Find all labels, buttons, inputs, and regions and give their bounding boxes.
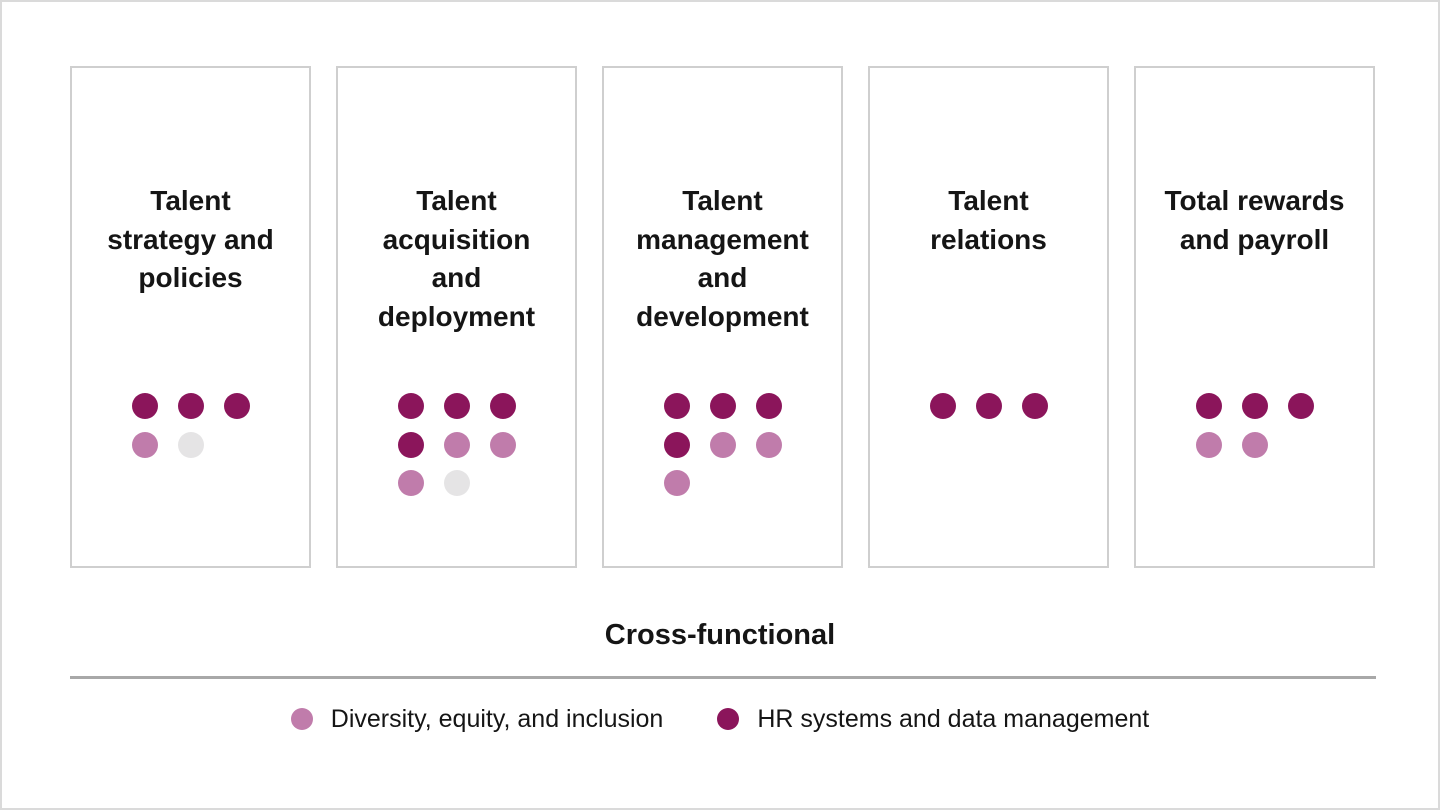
- hr-systems-dot: [1021, 393, 1048, 419]
- dot-row: [1195, 431, 1268, 458]
- box-title-line: strategy and: [107, 223, 274, 255]
- dot-row: [663, 393, 782, 419]
- cross-functional-label: Cross-functional: [604, 619, 836, 651]
- function-box-2: Talent acquisition and deployment: [336, 66, 577, 568]
- hr-systems-dot: [131, 393, 158, 419]
- empty-dot: [443, 470, 470, 496]
- dot-grid: [663, 393, 782, 496]
- box-title-line: policies: [138, 262, 243, 293]
- hr-systems-dot: [1195, 393, 1222, 419]
- dot-row: [397, 431, 516, 458]
- dei-dot: [131, 431, 158, 458]
- function-box-5: Total rewards and payroll: [1134, 66, 1375, 568]
- box-title-line: development: [636, 300, 809, 332]
- box-title-line: and payroll: [1179, 223, 1330, 255]
- dot-grid: [397, 393, 516, 496]
- box-title-line: Talent: [682, 185, 763, 216]
- dot-row: [397, 393, 516, 419]
- box-title-line: Total rewards: [1164, 185, 1345, 216]
- dot-row: [1195, 393, 1314, 419]
- hr-systems-dot: [443, 393, 470, 419]
- box-title-line: and: [697, 262, 748, 293]
- hr-systems-dot: [223, 393, 250, 419]
- dei-dot: [663, 470, 690, 496]
- dot-row: [131, 431, 204, 458]
- legend-label: HR systems and data management: [757, 705, 1150, 733]
- box-title-line: and: [431, 262, 482, 293]
- box-title: Talent strategy and policies: [78, 182, 303, 298]
- legend-label: Diversity, equity, and inclusion: [330, 705, 664, 733]
- dei-dot: [1195, 431, 1222, 458]
- box-title-line: relations: [930, 223, 1047, 255]
- hr-systems-dot: [663, 393, 690, 419]
- box-title-line: acquisition: [382, 223, 531, 255]
- function-box-1: Talent strategy and policies: [70, 66, 311, 568]
- dot-grid: [929, 393, 1048, 419]
- dei-dot: [489, 431, 516, 458]
- function-box-4: Talent relations: [868, 66, 1109, 568]
- box-title-line: deployment: [377, 300, 536, 332]
- hr-systems-dot: [489, 393, 516, 419]
- dot-grid: [131, 393, 250, 458]
- legend-item: Diversity, equity, and inclusion: [290, 705, 664, 733]
- dot-row: [397, 470, 470, 496]
- hr-systems-legend-dot: [717, 708, 740, 730]
- dei-dot: [709, 431, 736, 458]
- dot-row: [929, 393, 1048, 419]
- function-box-3: Talent management and development: [602, 66, 843, 568]
- hr-systems-dot: [709, 393, 736, 419]
- dot-row: [663, 470, 690, 496]
- box-title-line: Talent: [416, 185, 497, 216]
- dot-grid: [1195, 393, 1314, 458]
- dei-dot: [1241, 431, 1268, 458]
- box-title: Total rewards and payroll: [1142, 182, 1367, 259]
- hr-systems-dot: [929, 393, 956, 419]
- box-title-line: management: [636, 223, 809, 255]
- hr-systems-dot: [975, 393, 1002, 419]
- hr-systems-dot: [755, 393, 782, 419]
- empty-dot: [177, 431, 204, 458]
- hr-systems-dot: [397, 393, 424, 419]
- dei-legend-dot: [290, 708, 313, 730]
- dei-dot: [397, 470, 424, 496]
- box-title-line: Talent: [150, 185, 231, 216]
- divider-line: [70, 676, 1376, 679]
- dei-dot: [755, 431, 782, 458]
- hr-systems-dot: [177, 393, 204, 419]
- box-title: Talent acquisition and deployment: [344, 182, 569, 336]
- dot-row: [663, 431, 782, 458]
- box-title-line: Talent: [948, 185, 1029, 216]
- box-title: Talent management and development: [610, 182, 835, 336]
- dei-dot: [443, 431, 470, 458]
- legend-item: HR systems and data management: [717, 705, 1149, 733]
- dot-row: [131, 393, 250, 419]
- hr-systems-dot: [397, 431, 424, 458]
- legend: Diversity, equity, and inclusion HR syste…: [2, 705, 1438, 733]
- hr-systems-dot: [1287, 393, 1314, 419]
- hr-systems-dot: [1241, 393, 1268, 419]
- box-title: Talent relations: [876, 182, 1101, 259]
- hr-systems-dot: [663, 431, 690, 458]
